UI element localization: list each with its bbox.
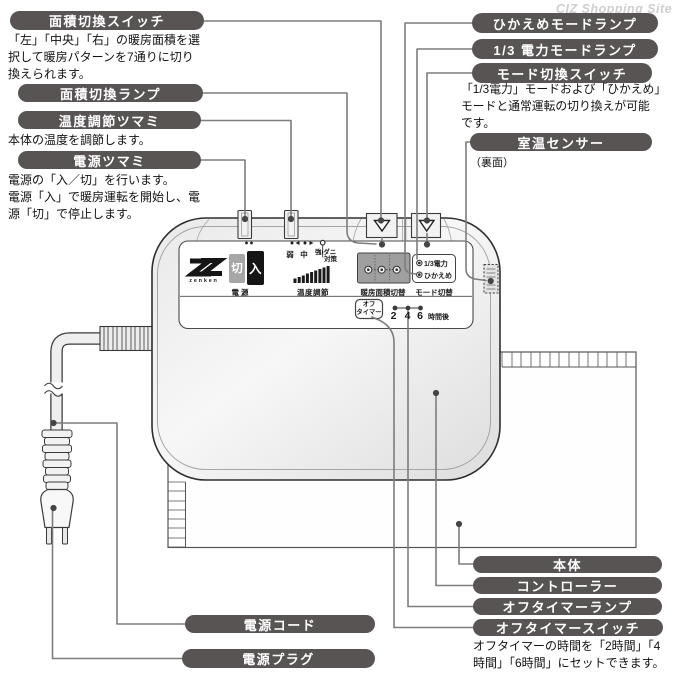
callout-room-sensor: 室温センサー: [470, 133, 652, 151]
callout-main-body: 本体: [473, 556, 662, 573]
desc-off-timer: オフタイマーの時間を「2時間」「4 時間」「6時間」にセットできます。: [473, 639, 665, 670]
area-switch-label: 暖房面積切替: [360, 287, 406, 297]
callout-dots: [50, 215, 494, 528]
callout-controller: コントローラー: [473, 577, 662, 594]
power-label: 電 源: [231, 287, 249, 297]
temp-strong-label-2: 対策: [324, 255, 337, 263]
timer-6h-label: 6: [417, 310, 423, 322]
arrow-right-icon: [309, 241, 314, 245]
timer-4h-label: 4: [404, 310, 411, 322]
temp-scale-markers: [290, 239, 326, 258]
zenken-logo-icon: [184, 258, 228, 277]
temp-strong-label: 強/ダニ: [315, 248, 337, 256]
hikaeme-label: ひかえめ: [424, 272, 452, 280]
callout-mode-switch: モード切換スイッチ: [472, 63, 652, 83]
callout-power-cord: 電源コード: [185, 615, 375, 633]
desc-temp-knob: 本体の温度を調節します。: [8, 133, 151, 147]
temp-weak-label: 弱: [286, 249, 294, 259]
callout-hikaeme-lamp: ひかえめモードランプ: [472, 13, 658, 33]
temp-mid-label: 中: [300, 249, 308, 259]
timer-2h-label: 2: [390, 310, 397, 322]
desc-area-switch: 「左」「中央」「右」の暖房面積を選 択して暖房パターンを7通りに切り 換えられま…: [8, 33, 201, 81]
power-off-button: 切: [229, 253, 245, 283]
one-third-power-label: 1/3電力: [424, 260, 448, 268]
off-timer-button-shape: [354, 298, 384, 320]
brand-label: zenken: [189, 277, 219, 284]
temp-ramp-bars: [293, 266, 330, 283]
mode-switch-button: [410, 212, 442, 239]
callout-lines: [51, 20, 487, 660]
mode-switch-label: モード切替: [415, 287, 453, 297]
callout-area-lamp: 面積切換ランプ: [18, 84, 203, 102]
area-switch-button: [365, 212, 398, 239]
power-cord-shape: [40, 325, 153, 545]
off-timer-button-label: オフ タイマー: [356, 301, 382, 316]
callout-power-knob: 電源ツマミ: [18, 151, 201, 169]
callout-power-plug: 電源プラグ: [182, 649, 375, 668]
room-sensor-note: （裏面）: [470, 157, 514, 169]
callout-area-switch: 面積切換スイッチ: [10, 11, 204, 30]
callout-off-timer-switch: オフタイマースイッチ: [473, 619, 663, 636]
mode-lamp-box: [412, 254, 456, 283]
callout-one-third-lamp: 1/3 電力モードランプ: [472, 39, 658, 59]
area-selector-box: [357, 252, 411, 284]
timer-after-label: 時間後: [428, 313, 449, 321]
desc-power-knob: 電源の「入／切」を行います。 電源「入」で暖房運転を開始し、電 源「切」で停止し…: [8, 173, 201, 221]
callout-off-timer-lamp: オフタイマーランプ: [473, 598, 662, 615]
temp-adjust-label: 温度調節: [297, 287, 329, 297]
arrow-left-icon: [295, 241, 300, 245]
desc-mode-switch: 「1/3電力」モードおよび「ひかえめ」 モードと通常運転の切り換えが可能 です。: [461, 82, 667, 130]
off-timer-lamps: [392, 305, 423, 311]
watermark: CIZ Shopping Site: [556, 2, 673, 16]
plug-icon: [40, 488, 74, 529]
callout-temp-knob: 温度調節ツマミ: [18, 111, 201, 129]
power-on-button: 入: [246, 251, 264, 285]
